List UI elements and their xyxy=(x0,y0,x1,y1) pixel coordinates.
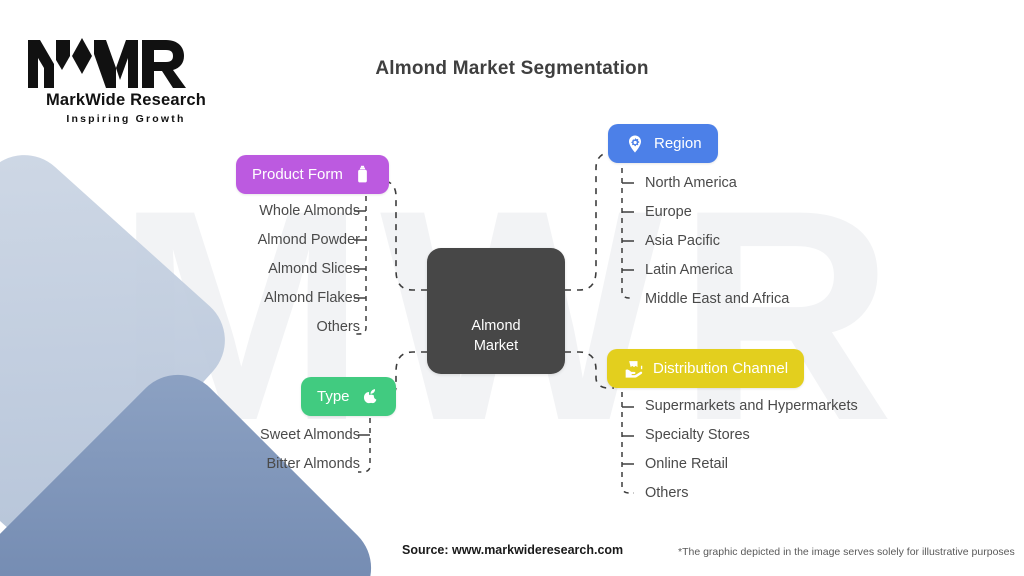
leaf-list-distribution-channel: Supermarkets and Hypermarkets Specialty … xyxy=(645,399,858,515)
brand-logo: MarkWide Research Inspiring Growth xyxy=(26,34,226,125)
connector-distribution-channel xyxy=(565,351,614,389)
center-node-label: Almond Market xyxy=(471,318,521,354)
leaf-item[interactable]: Online Retail xyxy=(645,456,729,472)
category-pill-distribution-channel-label: Distribution Channel xyxy=(653,360,789,377)
location-pin-icon xyxy=(624,133,645,154)
leaf-list-type: Sweet Almonds Bitter Almonds xyxy=(260,428,360,486)
category-pill-distribution-channel[interactable]: Distribution Channel xyxy=(607,349,805,388)
category-pill-region[interactable]: Region xyxy=(608,124,718,163)
connector-region xyxy=(565,151,618,291)
logo-company-name: MarkWide Research xyxy=(45,91,207,109)
leaf-item[interactable]: North America xyxy=(645,175,737,191)
spine-region xyxy=(621,168,634,299)
leaf-item[interactable]: Almond Powder xyxy=(257,232,360,248)
spine-distribution xyxy=(621,392,634,494)
category-pill-product-form[interactable]: Product Form xyxy=(236,155,389,194)
category-pill-region-label: Region xyxy=(654,135,702,152)
leaf-item[interactable]: Others xyxy=(645,485,689,501)
page-title: Almond Market Segmentation xyxy=(375,58,649,79)
leaf-item[interactable]: Asia Pacific xyxy=(645,233,720,249)
source-label[interactable]: Source: www.markwideresearch.com xyxy=(402,543,624,557)
category-pill-type[interactable]: Type xyxy=(301,377,396,416)
category-pill-product-form-label: Product Form xyxy=(252,166,343,183)
bottle-icon xyxy=(352,164,373,185)
spine-type xyxy=(358,418,371,473)
disclaimer-note: *The graphic depicted in the image serve… xyxy=(678,546,1015,558)
leaf-item[interactable]: Supermarkets and Hypermarkets xyxy=(645,398,858,414)
leaf-list-product-form: Whole Almonds Almond Powder Almond Slice… xyxy=(258,204,360,349)
center-node-almond-market[interactable]: Almond Market xyxy=(427,248,565,374)
mwr-logo-mark xyxy=(28,38,186,88)
leaf-item[interactable]: Europe xyxy=(645,204,692,220)
logo-tagline: Inspiring Growth xyxy=(66,113,186,125)
spine-product-form xyxy=(354,196,367,335)
leaf-item[interactable]: Almond Flakes xyxy=(264,290,360,306)
leaf-list-region: North America Europe Asia Pacific Latin … xyxy=(645,176,789,321)
connector-product-form xyxy=(368,179,427,291)
leaf-item[interactable]: Bitter Almonds xyxy=(266,456,361,472)
leaf-item[interactable]: Middle East and Africa xyxy=(645,291,790,307)
leaf-item[interactable]: Latin America xyxy=(645,262,733,278)
category-pill-type-label: Type xyxy=(317,388,350,405)
leaf-item[interactable]: Specialty Stores xyxy=(645,427,750,443)
leaf-item[interactable]: Sweet Almonds xyxy=(260,427,360,443)
leaf-item[interactable]: Others xyxy=(316,319,360,335)
fruit-leaf-icon xyxy=(359,386,380,407)
leaf-item[interactable]: Almond Slices xyxy=(268,261,360,277)
leaf-item[interactable]: Whole Almonds xyxy=(259,203,360,219)
package-hand-icon xyxy=(623,358,644,379)
